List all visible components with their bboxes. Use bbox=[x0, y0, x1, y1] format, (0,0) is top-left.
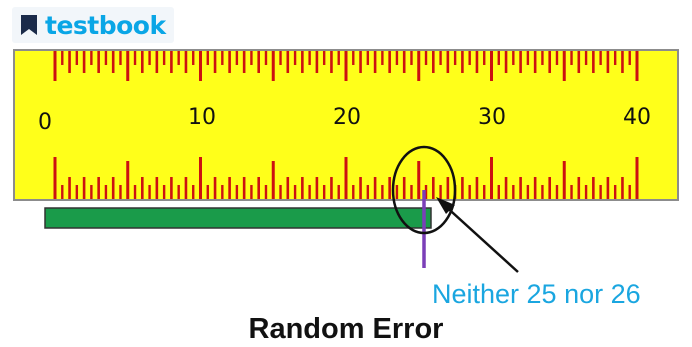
annotation-arrow-head bbox=[436, 197, 455, 214]
ruler-label-10: 10 bbox=[188, 105, 216, 130]
ruler-label-40: 40 bbox=[623, 105, 651, 130]
testbook-logo-text: testbook bbox=[45, 10, 166, 40]
annotation-caption: Neither 25 nor 26 bbox=[432, 279, 641, 309]
ruler-bottom-ticks bbox=[53, 157, 639, 199]
highlight-circle bbox=[391, 145, 457, 235]
diagram-title: Random Error bbox=[248, 313, 444, 345]
ruler-label-20: 20 bbox=[333, 105, 361, 130]
testbook-logo-icon bbox=[21, 15, 37, 35]
ruler-label-0: 0 bbox=[38, 110, 52, 135]
testbook-logo[interactable]: testbook bbox=[12, 7, 174, 43]
annotation-arrow-line bbox=[441, 202, 519, 273]
measured-object-bar bbox=[44, 207, 432, 229]
ruler-label-30: 30 bbox=[478, 105, 506, 130]
ruler-top-ticks bbox=[53, 51, 639, 81]
